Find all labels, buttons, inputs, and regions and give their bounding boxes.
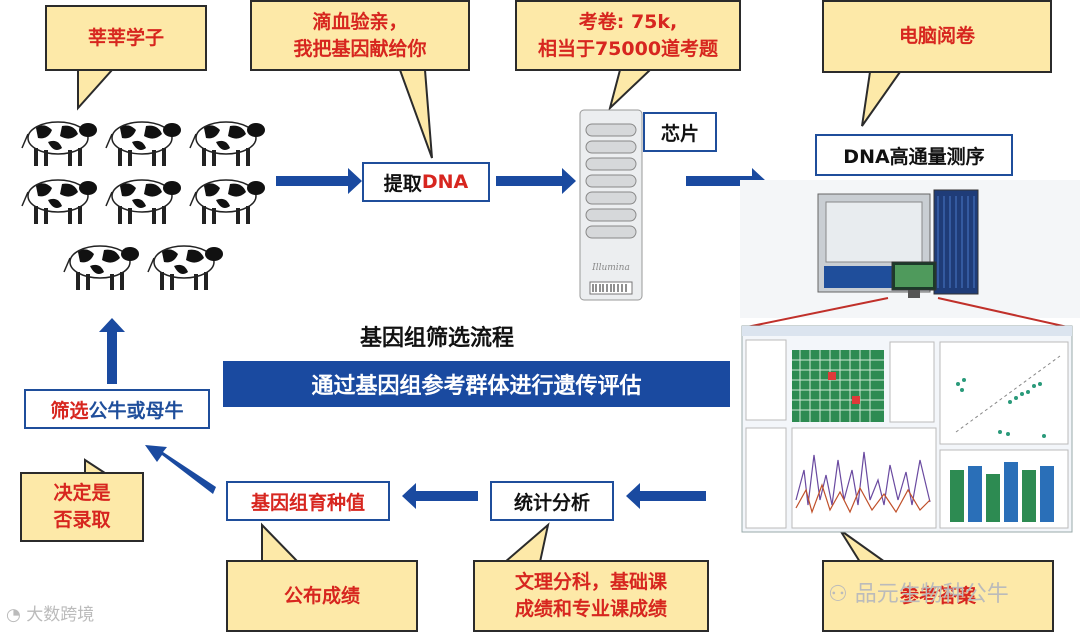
cow-icon — [189, 121, 266, 167]
wechat-icon: ⚇ — [828, 582, 848, 607]
arrow-diagonal — [145, 445, 216, 494]
box-select-prefix: 筛选 — [50, 399, 89, 422]
cow-icon — [189, 179, 266, 225]
cow-icon — [21, 121, 98, 167]
chip-image — [579, 109, 643, 301]
arrow-right-1 — [276, 168, 362, 194]
callout-blood-line2: 我把基因献给你 — [293, 37, 427, 60]
box-chip: 芯片 — [643, 112, 717, 152]
callout-grading: 电脑阅卷 — [822, 0, 1052, 73]
box-gebv: 基因组育种值 — [226, 481, 390, 521]
callout-grading-text: 电脑阅卷 — [898, 25, 975, 47]
watermark-left-icon: ◔ — [6, 605, 21, 625]
box-sequencing: DNA高通量测序 — [815, 134, 1013, 176]
cow-icon — [21, 179, 98, 225]
cow-icon — [105, 121, 182, 167]
callout-subjects-line1: 文理分科，基础课 — [514, 571, 667, 593]
box-chip-text: 芯片 — [660, 122, 699, 145]
chip-brand-label: Illumina — [591, 263, 630, 273]
box-select-suffix: 公牛或母牛 — [88, 399, 184, 422]
cow-icon — [63, 245, 140, 291]
software-screenshot — [741, 325, 1073, 533]
flow-arrows — [99, 168, 766, 509]
diagram-title: 基因组筛选流程 — [360, 326, 515, 351]
callout-exam: 考卷: 75k, 相当于75000道考题 — [515, 0, 741, 71]
callout-publish: 公布成绩 — [226, 560, 418, 632]
callout-exam-line1: 考卷: 75k, — [578, 10, 678, 33]
box-stats: 统计分析 — [490, 481, 614, 521]
banner-text: 通过基因组参考群体进行遗传评估 — [311, 374, 642, 399]
callout-students-text: 莘莘学子 — [87, 26, 164, 49]
arrow-right-3 — [686, 168, 766, 194]
callout-decide: 决定是 否录取 — [20, 472, 144, 542]
callout-blood-test: 滴血验亲， 我把基因献给你 — [250, 0, 470, 71]
cow-icon — [105, 179, 182, 225]
box-select-cattle: 筛选公牛或母牛 — [24, 389, 210, 429]
box-gebv-text: 基因组育种值 — [250, 491, 365, 514]
callout-decide-line2: 否录取 — [53, 509, 111, 531]
callout-blood-line1: 滴血验亲， — [312, 10, 408, 33]
watermark-right: ⚇ 品元生物种公牛 — [828, 576, 1009, 608]
box-sequencing-text: DNA高通量测序 — [843, 145, 985, 168]
callout-answers-text: 参考答案 — [899, 584, 976, 607]
watermark-left: ◔ 大数跨境 — [6, 600, 94, 625]
cow-herd — [21, 121, 266, 291]
box-extract-prefix: 提取 — [383, 172, 422, 195]
box-stats-text: 统计分析 — [513, 491, 590, 514]
callout-decide-line1: 决定是 — [53, 482, 111, 504]
arrow-left-2 — [402, 483, 478, 509]
watermark-right-text: 品元生物种公牛 — [854, 582, 1009, 607]
callout-students: 莘莘学子 — [45, 5, 207, 71]
banner: 通过基因组参考群体进行遗传评估 — [223, 361, 730, 407]
sequencer-image — [740, 180, 1080, 318]
box-extract-dna-text: DNA — [421, 171, 469, 193]
arrow-right-2 — [496, 168, 576, 194]
arrow-up — [99, 318, 125, 384]
callout-answers: 参考答案 — [822, 560, 1054, 632]
callout-subjects: 文理分科，基础课 成绩和专业课成绩 — [473, 560, 709, 632]
cow-icon — [147, 245, 224, 291]
watermark-left-text: 大数跨境 — [26, 605, 95, 625]
callout-subjects-line2: 成绩和专业课成绩 — [514, 598, 667, 620]
callout-publish-text: 公布成绩 — [283, 584, 360, 607]
arrow-left-1 — [626, 483, 706, 509]
callout-exam-line2: 相当于75000道考题 — [537, 37, 719, 60]
